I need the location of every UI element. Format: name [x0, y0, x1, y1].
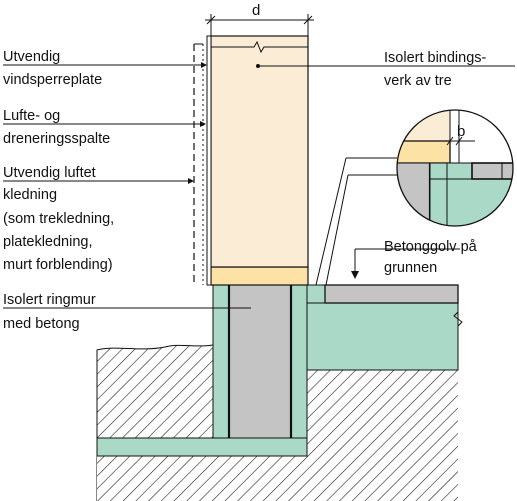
label-utvendig-vindsperreplate: Utvendig vindsperreplate [3, 49, 102, 88]
ground-earth-under-footing [97, 456, 458, 501]
dimension-b-label: b [457, 123, 465, 140]
sill-plate [210, 266, 309, 286]
slab-insulation [306, 302, 459, 371]
label-utvendig-luftet-kledning: Utvendig luftet kledning (som treklednin… [3, 165, 118, 273]
ground-earth-under-slab [307, 370, 458, 456]
detail-magnifier: b [396, 109, 514, 227]
timber-frame-wall [210, 35, 309, 268]
label-betonggolv: Betonggolv på grunnen [384, 239, 481, 276]
slab-edge-insulation [306, 284, 326, 304]
label-lufte-og-dreneringsspalte: Lufte- og dreneringsspalte [3, 108, 110, 147]
concrete-floor-slab [324, 284, 459, 304]
wind-barrier-plate [206, 35, 212, 286]
footing-insulation [96, 437, 308, 457]
ringwall-inner-insulation [290, 284, 308, 439]
dimension-d: d [205, 2, 314, 36]
dimension-d-label: d [252, 2, 260, 19]
label-isolert-ringmur: Isolert ringmur med betong [3, 292, 100, 332]
label-isolert-bindingsverk: Isolert bindings- verk av tre [384, 50, 490, 89]
